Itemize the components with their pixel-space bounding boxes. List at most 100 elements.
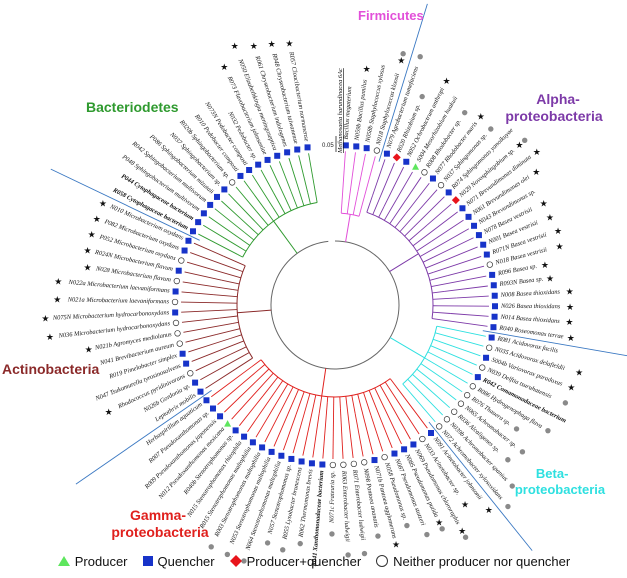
star-icon: ★	[554, 226, 562, 236]
star-icon: ★	[268, 39, 276, 49]
star-icon: ★	[461, 499, 469, 509]
leaf-label: R096 Basea sp.	[496, 263, 538, 278]
leaf-branch	[224, 381, 257, 413]
quencher-marker	[197, 388, 204, 395]
branch-segment	[357, 394, 360, 401]
star-icon: ★	[53, 295, 61, 305]
clade-stem	[389, 253, 419, 272]
leaf-branch	[339, 408, 344, 459]
branch-segment	[383, 199, 397, 221]
neither-marker	[340, 461, 347, 468]
leaf-branch	[183, 322, 233, 333]
quencher-marker	[179, 350, 186, 357]
quencher-marker	[195, 219, 202, 226]
leaf-label: Bacillus megaterium	[343, 86, 354, 140]
neither-circle-icon	[376, 555, 389, 567]
branch-segment	[432, 297, 457, 300]
leaf-branch	[243, 180, 274, 222]
gray-dot-icon	[280, 547, 286, 553]
gray-dot-icon	[419, 93, 425, 100]
leaf-label: N026 Basea thioxidans	[500, 303, 561, 310]
neither-marker	[457, 400, 465, 407]
neither-marker	[171, 298, 179, 306]
star-icon: ★	[285, 38, 293, 48]
branch-segment	[295, 391, 305, 415]
quencher-marker	[209, 405, 216, 412]
quencher-marker	[428, 429, 435, 436]
quencher-marker	[403, 158, 410, 165]
quencher-marker	[371, 457, 378, 464]
leaf-branch	[433, 256, 482, 273]
group-label-alpha-line1: Alpha-	[536, 91, 580, 107]
outgroup-label: Methanosaeta harundinacea 6Ac	[337, 68, 344, 154]
leaf-branch	[292, 404, 308, 454]
star-icon: ★	[105, 407, 113, 417]
quencher-marker	[221, 186, 228, 193]
clade-separator-line	[428, 421, 533, 551]
leaf-label: N008 Basea thioxidans	[500, 288, 561, 299]
neither-marker	[329, 461, 337, 469]
star-icon: ★	[83, 246, 91, 256]
leaf-branch	[426, 203, 452, 226]
branch-segment	[384, 381, 389, 388]
branch-segment	[346, 201, 350, 214]
quencher-marker	[232, 427, 239, 434]
leaf-label: R093N Basea sp.	[498, 276, 544, 289]
branch-segment	[416, 240, 433, 252]
group-label-alpha-line2: proteobacteria	[505, 108, 602, 124]
group-label-bacteroidetes: Bacteriodetes	[86, 99, 179, 115]
branch-segment	[244, 232, 255, 241]
leaf-branch	[188, 338, 231, 353]
neither-marker	[479, 364, 486, 371]
branch-segment	[412, 241, 419, 247]
gray-dot-icon	[505, 503, 511, 510]
scale-bar-label: 0.05	[322, 143, 334, 149]
gray-dot-icon	[224, 551, 231, 558]
branch-segment	[306, 393, 311, 406]
quencher-marker	[259, 444, 266, 451]
branch-segment	[223, 255, 246, 267]
gray-dot-icon	[562, 400, 569, 406]
branch-segment	[378, 206, 385, 218]
star-icon: ★	[546, 273, 554, 283]
star-icon: ★	[567, 383, 575, 393]
root-arc	[270, 240, 400, 370]
neither-marker	[172, 319, 180, 327]
branch-segment	[389, 378, 405, 399]
quencher-marker	[288, 455, 295, 462]
group-label-firmicutes: Firmicutes	[358, 8, 424, 23]
star-icon: ★	[566, 302, 574, 312]
gray-dot-icon	[509, 483, 515, 489]
branch-segment	[363, 392, 372, 416]
leaf-branch	[370, 415, 384, 452]
group-label-gamma-line2: proteobacteria	[111, 524, 208, 540]
leaf-branch	[404, 397, 428, 429]
star-icon: ★	[566, 286, 574, 296]
leaf-branch	[235, 186, 257, 212]
leaf-branch	[269, 165, 290, 206]
leaf-branch	[228, 193, 260, 226]
leaf-branch	[405, 182, 430, 214]
star-icon: ★	[442, 76, 450, 86]
branch-segment	[429, 275, 448, 281]
neither-marker	[469, 383, 476, 390]
branch-segment	[430, 345, 448, 354]
clade-separator-line	[50, 168, 200, 241]
star-icon: ★	[392, 540, 400, 550]
star-icon: ★	[435, 518, 443, 528]
neither-marker	[373, 147, 381, 154]
leaf-branch	[322, 402, 328, 459]
gray-dot-icon	[519, 449, 526, 455]
leaf-branch	[302, 394, 317, 456]
leaf-branch	[282, 414, 297, 451]
branch-segment	[219, 315, 238, 319]
branch-segment	[268, 372, 274, 378]
star-icon: ★	[363, 64, 371, 74]
quencher-marker	[189, 228, 196, 235]
legend-label-producer-quencher: Producer+quencher	[246, 553, 362, 569]
branch-segment	[256, 211, 269, 226]
neither-marker	[436, 423, 443, 430]
leaf-branch	[372, 159, 386, 196]
clade-stem	[321, 368, 327, 397]
branch-segment	[307, 192, 311, 205]
